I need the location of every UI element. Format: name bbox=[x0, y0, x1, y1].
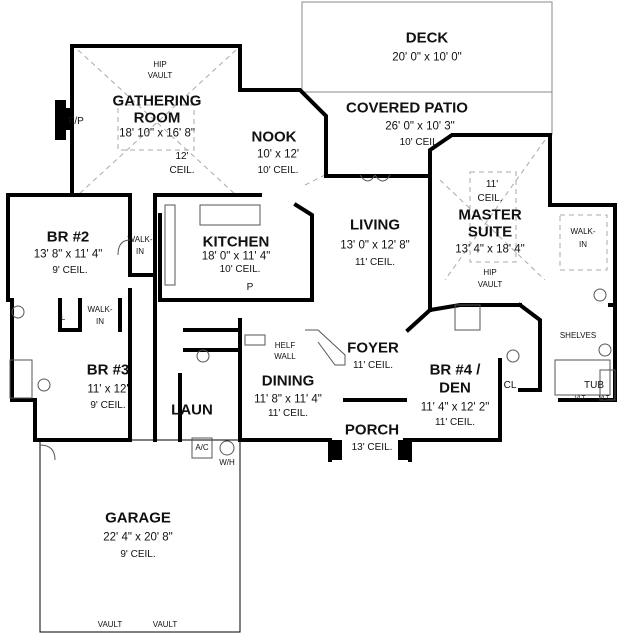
master-walkin-2: IN bbox=[579, 240, 587, 249]
master-vault-1: HIP bbox=[483, 268, 497, 277]
closet-label: CL bbox=[503, 380, 517, 391]
garage-outline bbox=[39, 439, 241, 633]
patio-dims: 26' 0" x 10' 3" bbox=[385, 120, 455, 133]
patio-label: COVERED PATIO bbox=[346, 99, 468, 117]
kitchen-ceil: 10' CEIL. bbox=[219, 264, 261, 275]
master-label-1: MASTER bbox=[458, 206, 522, 224]
half-wall-label-2: WALL bbox=[274, 352, 296, 361]
gathering-vault-2: VAULT bbox=[147, 71, 173, 80]
br2-ceil: 9' CEIL. bbox=[52, 265, 88, 276]
gathering-dims: 18' 10" x 16' 8" bbox=[119, 127, 195, 140]
dining-ceil: 11' CEIL. bbox=[267, 408, 309, 419]
gathering-label-2: ROOM bbox=[133, 109, 181, 127]
living-dims: 13' 0" x 12' 8" bbox=[340, 239, 410, 252]
br4-label-2: DEN bbox=[439, 379, 471, 397]
water-heater-label: W/H bbox=[219, 458, 235, 467]
nook-label: NOOK bbox=[251, 128, 297, 146]
br2-label: BR #2 bbox=[46, 228, 90, 246]
br3-ceil: 9' CEIL. bbox=[90, 400, 126, 411]
br2-dims: 13' 8" x 11' 4" bbox=[33, 248, 103, 261]
porch-label: PORCH bbox=[344, 421, 400, 439]
ceiling-lines bbox=[77, 49, 608, 281]
garage-label: GARAGE bbox=[105, 509, 171, 527]
pantry-label: P bbox=[246, 282, 254, 293]
living-ceil: 11' CEIL. bbox=[354, 257, 396, 268]
master-dims: 13' 4" x 18' 4" bbox=[455, 243, 525, 256]
deck-dims: 20' 0" x 10' 0" bbox=[392, 51, 462, 64]
br2-walkin-2: IN bbox=[136, 247, 144, 256]
fireplace-label: F/P bbox=[68, 116, 84, 127]
kitchen-dims: 18' 0" x 11' 4" bbox=[201, 250, 271, 263]
foyer-label: FOYER bbox=[347, 339, 399, 357]
dining-dims: 11' 8" x 11' 4" bbox=[254, 393, 322, 406]
garage-vault-1: VAULT bbox=[97, 620, 123, 629]
br3-walkin-1: WALK- bbox=[87, 305, 113, 314]
garage-ceil: 9' CEIL. bbox=[120, 549, 156, 560]
fireplace bbox=[55, 100, 410, 460]
master-ceil-2: CEIL. bbox=[477, 193, 503, 204]
fixtures bbox=[9, 174, 616, 461]
br2-walkin-1: WALK- bbox=[127, 235, 153, 244]
foyer-ceil: 11' CEIL. bbox=[352, 360, 394, 371]
br3-walkin-2: IN bbox=[96, 317, 104, 326]
br4-dims: 11' 4" x 12' 2" bbox=[420, 401, 490, 414]
half-wall-label-1: HELF bbox=[274, 341, 296, 350]
nook-dims: 10' x 12' bbox=[256, 148, 300, 161]
br3-label: BR #3 bbox=[86, 361, 130, 379]
tub-label: TUB bbox=[584, 380, 604, 391]
nook-ceil: 10' CEIL. bbox=[257, 165, 299, 176]
ac-label: A/C bbox=[195, 443, 209, 452]
br4-label-1: BR #4 / bbox=[429, 361, 481, 379]
br4-ceil: 11' CEIL. bbox=[434, 417, 476, 428]
deck-label: DECK bbox=[405, 29, 449, 47]
master-vault-2: VAULT bbox=[477, 280, 503, 289]
linen-label: L bbox=[60, 313, 66, 322]
gathering-vault-1: HIP bbox=[153, 60, 167, 69]
master-walkin-1: WALK- bbox=[570, 227, 596, 236]
deck-outline bbox=[301, 1, 553, 93]
vlt-label-2: VLT bbox=[598, 396, 610, 402]
shelves-label: SHELVES bbox=[559, 331, 597, 340]
gathering-ceil-2: CEIL. bbox=[169, 165, 195, 176]
garage-dims: 22' 4" x 20' 8" bbox=[103, 531, 173, 544]
vlt-label-1: VLT bbox=[574, 396, 586, 402]
garage-vault-2: VAULT bbox=[152, 620, 178, 629]
dining-label: DINING bbox=[261, 372, 315, 390]
laundry-label: LAUN bbox=[171, 401, 213, 419]
master-label-2: SUITE bbox=[467, 223, 513, 241]
outdoor-outlines bbox=[39, 1, 553, 633]
master-ceil-1: 11' bbox=[485, 179, 499, 190]
br3-dims: 11' x 12' bbox=[87, 383, 129, 396]
patio-ceil: 10' CEIL. bbox=[399, 137, 441, 148]
porch-ceil: 13' CEIL. bbox=[351, 442, 393, 453]
kitchen-label: KITCHEN bbox=[202, 233, 270, 251]
gathering-ceil-1: 12' bbox=[175, 151, 189, 162]
gathering-label-1: GATHERING bbox=[112, 92, 202, 110]
living-label: LIVING bbox=[349, 216, 401, 234]
